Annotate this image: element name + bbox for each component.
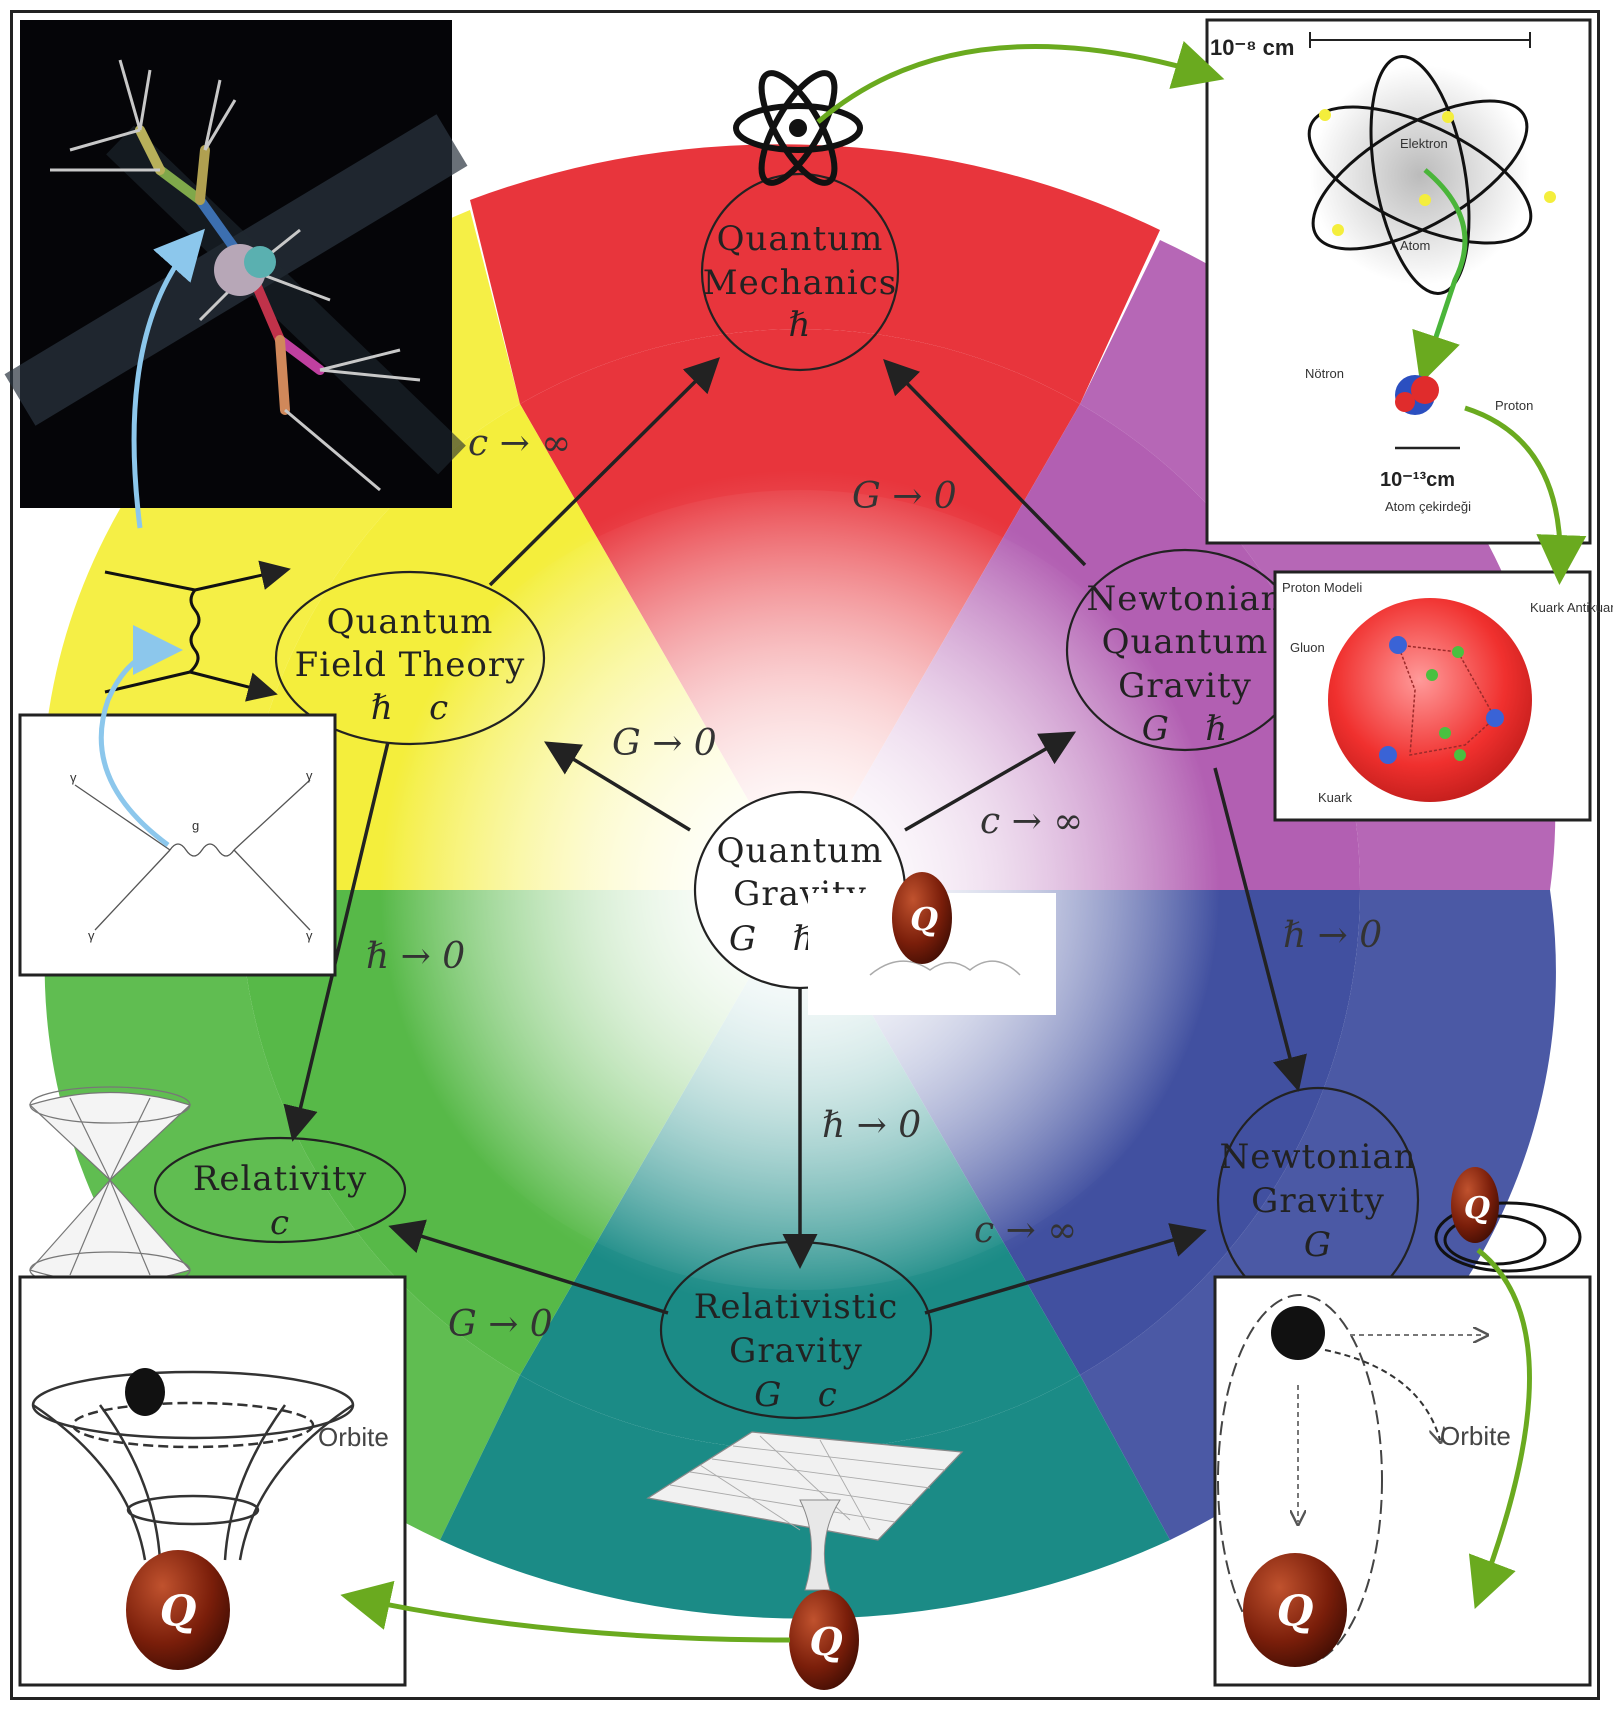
arrow-qft-to-rel [283, 741, 390, 1142]
atom-icon [733, 70, 863, 186]
qft-const: ℏ c [371, 688, 449, 728]
qm-line1: Quantum [717, 219, 884, 259]
limit-g0-top-right: G → 0 [852, 476, 957, 517]
sector-blue-ext [1080, 890, 1556, 1540]
green-arrows [340, 41, 1587, 1643]
proton-gluon-label: Gluon [1290, 640, 1325, 655]
limit-labels: c → ∞ G → 0 G → 0 c → ∞ ℏ → 0 ℏ → 0 ℏ → … [366, 423, 1382, 1345]
ng-line1: Newtonian [1219, 1137, 1416, 1177]
limit-h0-center: ℏ → 0 [822, 1105, 921, 1146]
feynman-gamma-3: γ [306, 768, 313, 783]
proton-quark-antiquark-label: Kuark Antikuark çifti [1530, 600, 1613, 615]
feynman-gamma-2: γ [88, 928, 95, 943]
atom-nucleus-label: Atom çekirdeği [1385, 499, 1471, 514]
newtonian-orbit-inset: Orbite Q [1213, 1275, 1592, 1687]
proton-model-inset: Proton Modeli Gluon Kuark Kuark Antikuar… [1273, 570, 1613, 822]
rg-const: G c [754, 1375, 838, 1415]
limit-h0-right: ℏ → 0 [1283, 915, 1382, 956]
ng-line2: Gravity [1251, 1181, 1385, 1221]
node-relativistic-gravity: Relativistic Gravity G c [659, 1240, 933, 1420]
node-newtonian-quantum-gravity: Newtonian Quantum Gravity G ℏ [1065, 548, 1305, 752]
arrow-qg-to-qm [488, 357, 720, 587]
node-quantum-mechanics: Quantum Mechanics ℏ [700, 172, 900, 372]
orbit-right-label: Orbite [1440, 1421, 1511, 1451]
mass-ball-symbol-right: Q [1277, 1586, 1314, 1635]
rel-const: c [270, 1203, 290, 1243]
rg-line2: Gravity [729, 1331, 863, 1371]
atom-proton-label: Proton [1495, 398, 1533, 413]
curved-spacetime-inset: Orbite Q [18, 1275, 407, 1687]
atom-structure-inset: 10⁻⁸ cm Elektron Atom Nötron Proton 10⁻¹… [1205, 18, 1592, 545]
particle-event-inset [4, 20, 468, 508]
mass-ball-symbol-qg: Q [910, 900, 938, 938]
arrow-qg-to-nqg [904, 731, 1077, 832]
proton-quark-label: Kuark [1318, 790, 1352, 805]
proton-model-title: Proton Modeli [1282, 580, 1362, 595]
arrow-nqg-to-qm [883, 359, 1087, 567]
qft-line2: Field Theory [295, 645, 526, 685]
limit-c-inf-center-right: c → ∞ [980, 801, 1083, 842]
atom-scale-top: 10⁻⁸ cm [1210, 35, 1294, 60]
qft-line1: Quantum [327, 602, 494, 642]
mass-ball-ng: Q [1434, 1167, 1582, 1273]
light-cone-icon [28, 1086, 192, 1289]
limit-c-inf-top-left: c → ∞ [468, 423, 571, 464]
limit-g0-center-left: G → 0 [612, 723, 717, 764]
arrow-qg-to-qft [544, 741, 691, 832]
exchange-diagram [104, 560, 291, 702]
feynman-gamma-1: γ [70, 770, 77, 785]
atom-scale-bottom: 10⁻¹³cm [1380, 469, 1455, 491]
limit-arrows [283, 357, 1307, 1315]
arrow-rg-to-rel [388, 1219, 669, 1315]
nqg-line2: Quantum [1102, 622, 1269, 662]
mass-ball-symbol-ng: Q [1464, 1191, 1490, 1226]
ng-const: G [1304, 1225, 1332, 1265]
qm-const: ℏ [789, 305, 812, 345]
limit-c-inf-bottom-right: c → ∞ [974, 1210, 1077, 1251]
feynman-g: g [192, 818, 199, 833]
atom-neutron-label: Nötron [1305, 366, 1344, 381]
mass-ball-qg: Q [892, 872, 952, 964]
orbit-left-label: Orbite [318, 1422, 389, 1452]
nqg-line1: Newtonian [1086, 579, 1283, 619]
atom-atom-label: Atom [1400, 238, 1430, 253]
rel-line1: Relativity [193, 1159, 367, 1199]
gravity-well-surface: Q [646, 1431, 964, 1690]
atom-electron-label: Elektron [1400, 136, 1448, 151]
feynman-inset: γ γ γ γ g [18, 713, 337, 977]
arrow-rg-to-ng [924, 1223, 1207, 1315]
qm-line2: Mechanics [703, 263, 897, 303]
nqg-const: G ℏ [1142, 709, 1228, 749]
node-relativity: Relativity c [153, 1136, 407, 1244]
limit-h0-left: ℏ → 0 [366, 936, 465, 977]
limit-g0-bottom-left: G → 0 [448, 1304, 553, 1345]
rg-line1: Relativistic [694, 1287, 899, 1327]
qg-line1: Quantum [717, 831, 884, 871]
mass-ball-symbol-left: Q [160, 1586, 197, 1635]
sector-red-ext [470, 144, 1160, 404]
mass-ball-symbol-bottom: Q [809, 1619, 842, 1664]
feynman-gamma-4: γ [306, 928, 313, 943]
blue-arrows [98, 228, 205, 848]
arrow-nqg-to-ng [1213, 767, 1307, 1092]
nqg-line3: Gravity [1118, 666, 1252, 706]
node-quantum-field-theory: Quantum Field Theory ℏ c [274, 570, 546, 746]
